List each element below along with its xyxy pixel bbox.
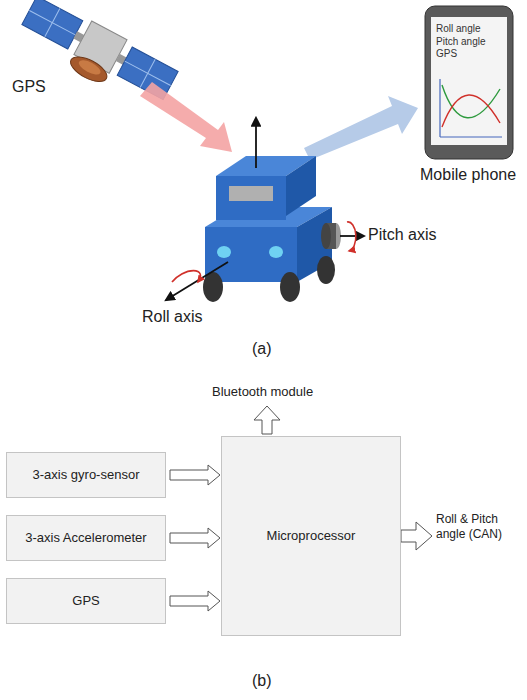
box-label: 3-axis Accelerometer bbox=[25, 530, 146, 546]
yaw-axis bbox=[255, 118, 257, 168]
text-label: Mobile phone bbox=[420, 166, 516, 184]
text-label: Roll axis bbox=[142, 308, 202, 326]
vehicle bbox=[203, 156, 341, 302]
process-box: 3-axis gyro-sensor bbox=[6, 452, 166, 498]
block-arrow bbox=[170, 528, 220, 548]
text-label: (b) bbox=[252, 672, 272, 690]
text-label: Pitch axis bbox=[368, 226, 436, 244]
output-arrow bbox=[254, 406, 280, 434]
process-box: Microprocessor bbox=[221, 436, 401, 636]
text-label: GPS bbox=[12, 78, 46, 96]
roll-axis bbox=[166, 262, 228, 300]
screen-text: Roll angle Pitch angle GPS bbox=[436, 23, 500, 61]
box-label: GPS bbox=[72, 593, 99, 609]
block-arrow bbox=[170, 591, 220, 611]
process-box: 3-axis Accelerometer bbox=[6, 515, 166, 561]
link-arrow bbox=[304, 96, 418, 160]
output-arrow bbox=[401, 522, 432, 550]
pitch-axis bbox=[340, 235, 364, 237]
roll-rotation bbox=[172, 271, 201, 282]
text-label: Bluetooth module bbox=[212, 384, 313, 399]
box-label: 3-axis gyro-sensor bbox=[33, 467, 140, 483]
signal-arrow bbox=[140, 82, 232, 152]
block-arrow bbox=[170, 465, 220, 485]
text-label: (a) bbox=[252, 340, 272, 358]
box-label: Microprocessor bbox=[267, 528, 356, 544]
text-label: Roll & Pitch angle (CAN) bbox=[436, 512, 524, 542]
mobile-phone: Roll angle Pitch angle GPS bbox=[424, 5, 514, 160]
pitch-rotation bbox=[347, 222, 356, 251]
process-box: GPS bbox=[6, 578, 166, 624]
